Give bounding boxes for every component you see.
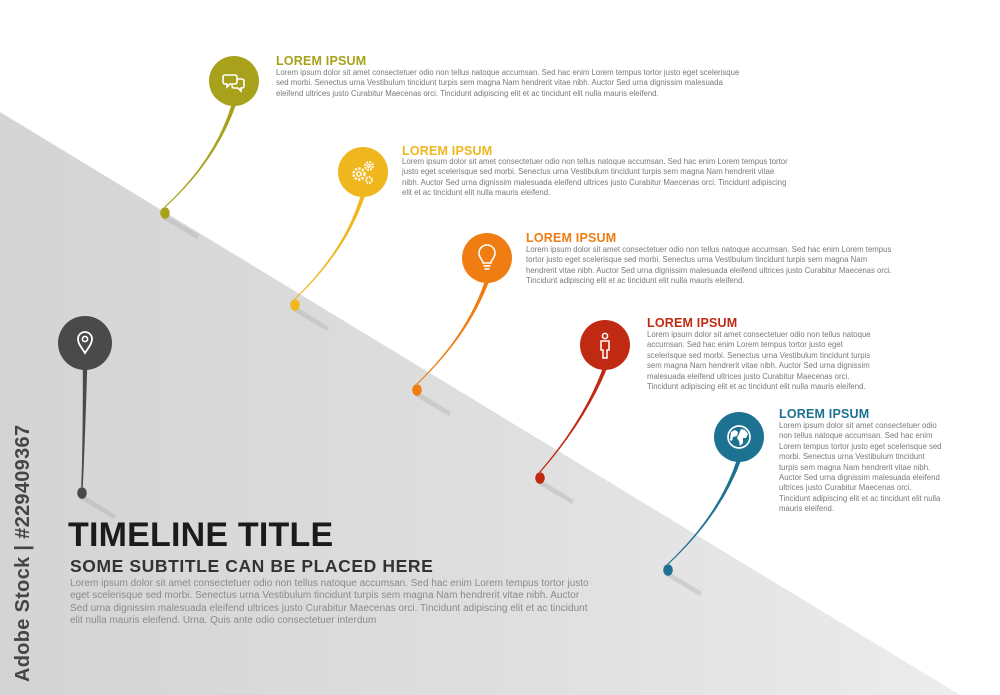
- person-icon: [600, 332, 610, 359]
- item-1-pin-shadow: [163, 213, 199, 239]
- item-1-heading: LOREM IPSUM: [276, 54, 367, 68]
- stock-watermark: Adobe Stock | #229409367: [12, 424, 34, 682]
- location-pin-icon: [77, 331, 93, 355]
- chat-bubbles-icon: [222, 74, 245, 93]
- lightbulb-icon: [478, 244, 496, 270]
- globe-icon: [727, 425, 751, 449]
- item-5-text: Lorem ipsum dolor sit amet consectetuer …: [779, 421, 942, 514]
- item-2-text: Lorem ipsum dolor sit amet consectetuer …: [402, 157, 788, 198]
- item-4-pin-stem: [539, 368, 608, 472]
- item-1-pin: [160, 56, 259, 219]
- diagonal-gray-panel: [0, 112, 960, 695]
- item-3-text: Lorem ipsum dolor sit amet consectetuer …: [526, 245, 892, 286]
- item-1-pin-base: [160, 207, 170, 219]
- item-2-pin: [290, 147, 388, 311]
- item-5-pin: [663, 412, 764, 576]
- item-4-pin: [535, 320, 630, 484]
- timeline-subtitle: SOME SUBTITLE CAN BE PLACED HERE: [70, 556, 434, 576]
- item-3-pin-base: [412, 384, 422, 396]
- start-marker-pin-head: [58, 316, 112, 370]
- item-5-heading: LOREM IPSUM: [779, 407, 870, 421]
- start-marker-pin-base: [77, 487, 87, 499]
- item-4-text: Lorem ipsum dolor sit amet consectetuer …: [647, 330, 871, 392]
- start-marker-pin-stem: [81, 368, 88, 487]
- item-1-pin-head: [209, 56, 259, 106]
- item-2-pin-stem: [294, 195, 366, 299]
- item-4-pin-base: [535, 472, 545, 484]
- item-3-pin-head: [462, 233, 512, 283]
- item-3-pin-shadow: [415, 390, 451, 416]
- item-2-pin-shadow: [293, 305, 329, 331]
- item-3-heading: LOREM IPSUM: [526, 231, 617, 245]
- item-1-text: Lorem ipsum dolor sit amet consectetuer …: [276, 68, 740, 98]
- start-marker-pin-shadow: [80, 493, 116, 519]
- timeline-title: TIMELINE TITLE: [68, 516, 334, 554]
- item-2-pin-head: [338, 147, 388, 197]
- item-4-pin-shadow: [538, 478, 574, 504]
- item-1-pin-stem: [164, 104, 237, 207]
- start-marker-pin: [58, 316, 112, 499]
- item-3-pin-stem: [416, 281, 490, 384]
- item-2-pin-base: [290, 299, 300, 311]
- item-5-pin-base: [663, 564, 673, 576]
- item-2-heading: LOREM IPSUM: [402, 144, 493, 158]
- item-5-pin-stem: [667, 460, 742, 564]
- item-4-pin-head: [580, 320, 630, 370]
- timeline-intro-text: Lorem ipsum dolor sit amet consectetuer …: [70, 578, 589, 626]
- gears-icon: [352, 161, 374, 184]
- item-3-pin: [412, 233, 512, 396]
- item-5-pin-shadow: [666, 570, 702, 596]
- item-4-heading: LOREM IPSUM: [647, 316, 738, 330]
